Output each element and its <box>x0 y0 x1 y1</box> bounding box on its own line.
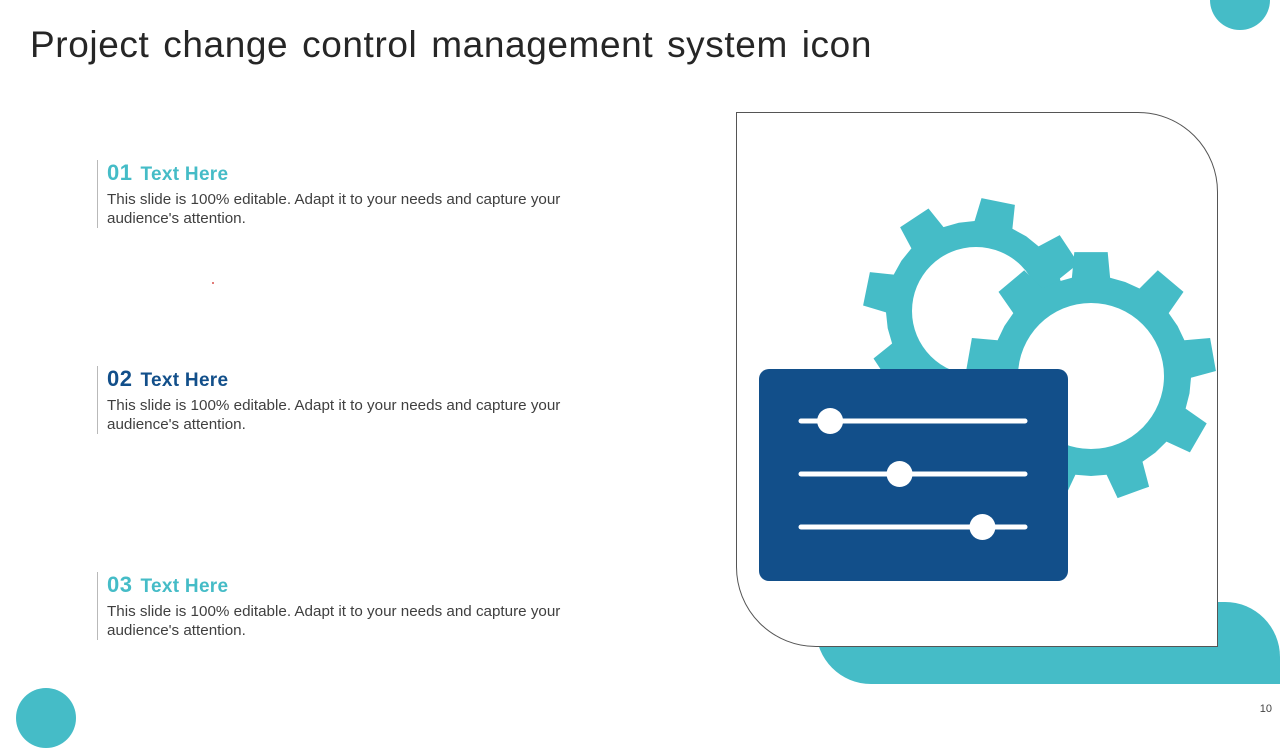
gears-with-sliders-icon <box>759 198 1216 581</box>
item-body-text: This slide is 100% editable. Adapt it to… <box>107 191 561 227</box>
page-number: 10 <box>1259 703 1272 715</box>
item-header: 02 Text Here <box>107 366 577 392</box>
text-item-1: 01 Text Here This slide is 100% editable… <box>97 160 577 228</box>
item-number: 01 <box>107 160 133 185</box>
slider-knob <box>969 514 996 540</box>
slide-title: Project change control management system… <box>30 24 873 65</box>
slider-controls <box>798 408 1028 540</box>
slider-knob <box>817 408 844 434</box>
item-number: 03 <box>107 572 133 597</box>
item-body-text: This slide is 100% editable. Adapt it to… <box>107 397 561 433</box>
item-header: 03 Text Here <box>107 572 577 598</box>
gear-shape <box>863 198 1089 424</box>
gear-icon <box>863 198 1089 424</box>
item-heading: Text Here <box>140 370 229 391</box>
stray-dot <box>212 282 214 284</box>
item-body-text: This slide is 100% editable. Adapt it to… <box>107 603 561 639</box>
text-item-3: 03 Text Here This slide is 100% editable… <box>97 572 577 640</box>
item-heading: Text Here <box>140 576 229 597</box>
slider-knob <box>886 461 913 487</box>
item-header: 01 Text Here <box>107 160 577 186</box>
item-number: 02 <box>107 366 133 391</box>
item-heading: Text Here <box>140 164 229 185</box>
text-item-2: 02 Text Here This slide is 100% editable… <box>97 366 577 434</box>
